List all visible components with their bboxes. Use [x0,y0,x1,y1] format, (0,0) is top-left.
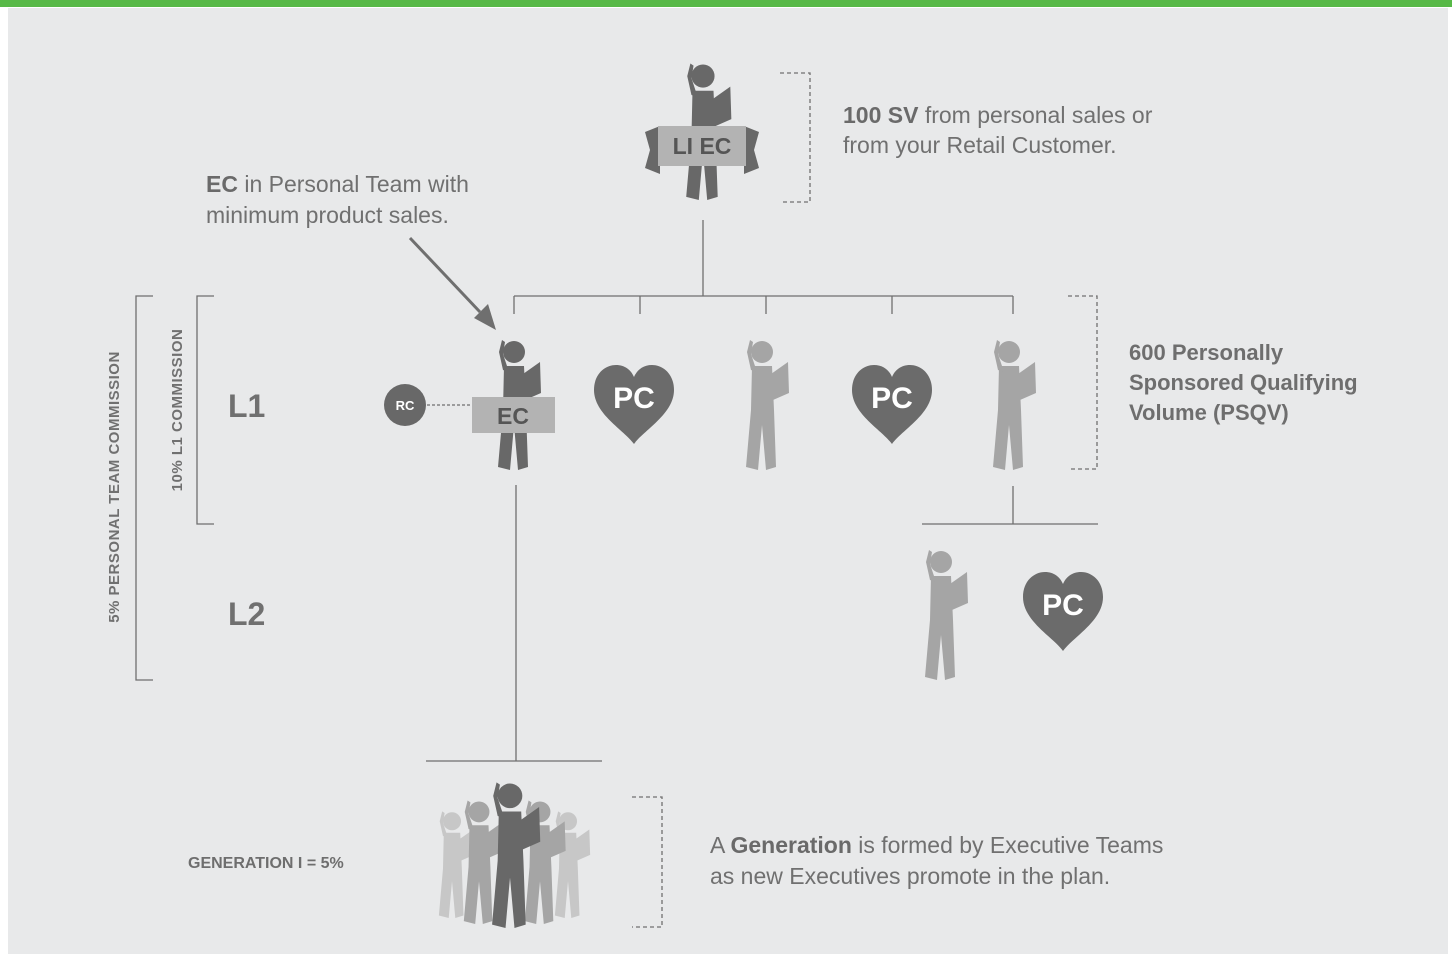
pc-node-2: PC [852,365,932,444]
li-ec-badge-box [658,126,746,166]
psqv-line1: 600 Personally [1129,340,1284,365]
pc-label-1: PC [613,382,655,415]
bracket-l1-commission [196,295,214,525]
generation-connectors [426,485,602,762]
personal-team-commission-label: 5% PERSONAL TEAM COMMISSION [106,351,123,623]
generation-note-line2: as new Executives promote in the plan. [710,863,1110,889]
ec-callout-line1: EC in Personal Team with [206,171,469,197]
callout-arrow [408,236,496,330]
ribbon-banner [645,126,759,174]
ec-badge: EC [497,403,529,429]
pc-label-l2: PC [1042,589,1084,622]
psqv-line2: Sponsored Qualifying [1129,370,1358,395]
l1-commission-label: 10% L1 COMMISSION [169,329,186,492]
level-l2: L2 [228,596,265,632]
psqv-line3: Volume (PSQV) [1129,400,1289,425]
top-accent-bar [0,0,1452,7]
li-ec-badge: LI EC [673,133,732,159]
bracket-personal-team [135,295,153,681]
pc-node-l2: PC [1023,572,1103,651]
l2-connectors [922,486,1098,525]
li-ec-node: LI EC [645,63,759,201]
rc-label: RC [396,398,415,413]
level-l1: L1 [228,388,265,424]
ec-callout-line2: minimum product sales. [206,202,449,228]
top-note-line1: 100 SV from personal sales or [843,102,1153,128]
rc-node: RC [384,384,426,426]
ec-node: EC [472,340,555,470]
generation-label: GENERATION I = 5% [188,855,344,872]
pc-node-1: PC [594,365,674,444]
bracket-psqv [1068,295,1098,470]
generation-note-line1: A Generation is formed by Executive Team… [710,832,1163,858]
l1-connectors [513,220,1014,314]
bracket-generation [632,796,663,928]
bracket-top-note [780,72,811,203]
pc-label-2: PC [871,382,913,415]
ec-badge-box [472,397,555,433]
top-note-line2: from your Retail Customer. [843,132,1117,158]
